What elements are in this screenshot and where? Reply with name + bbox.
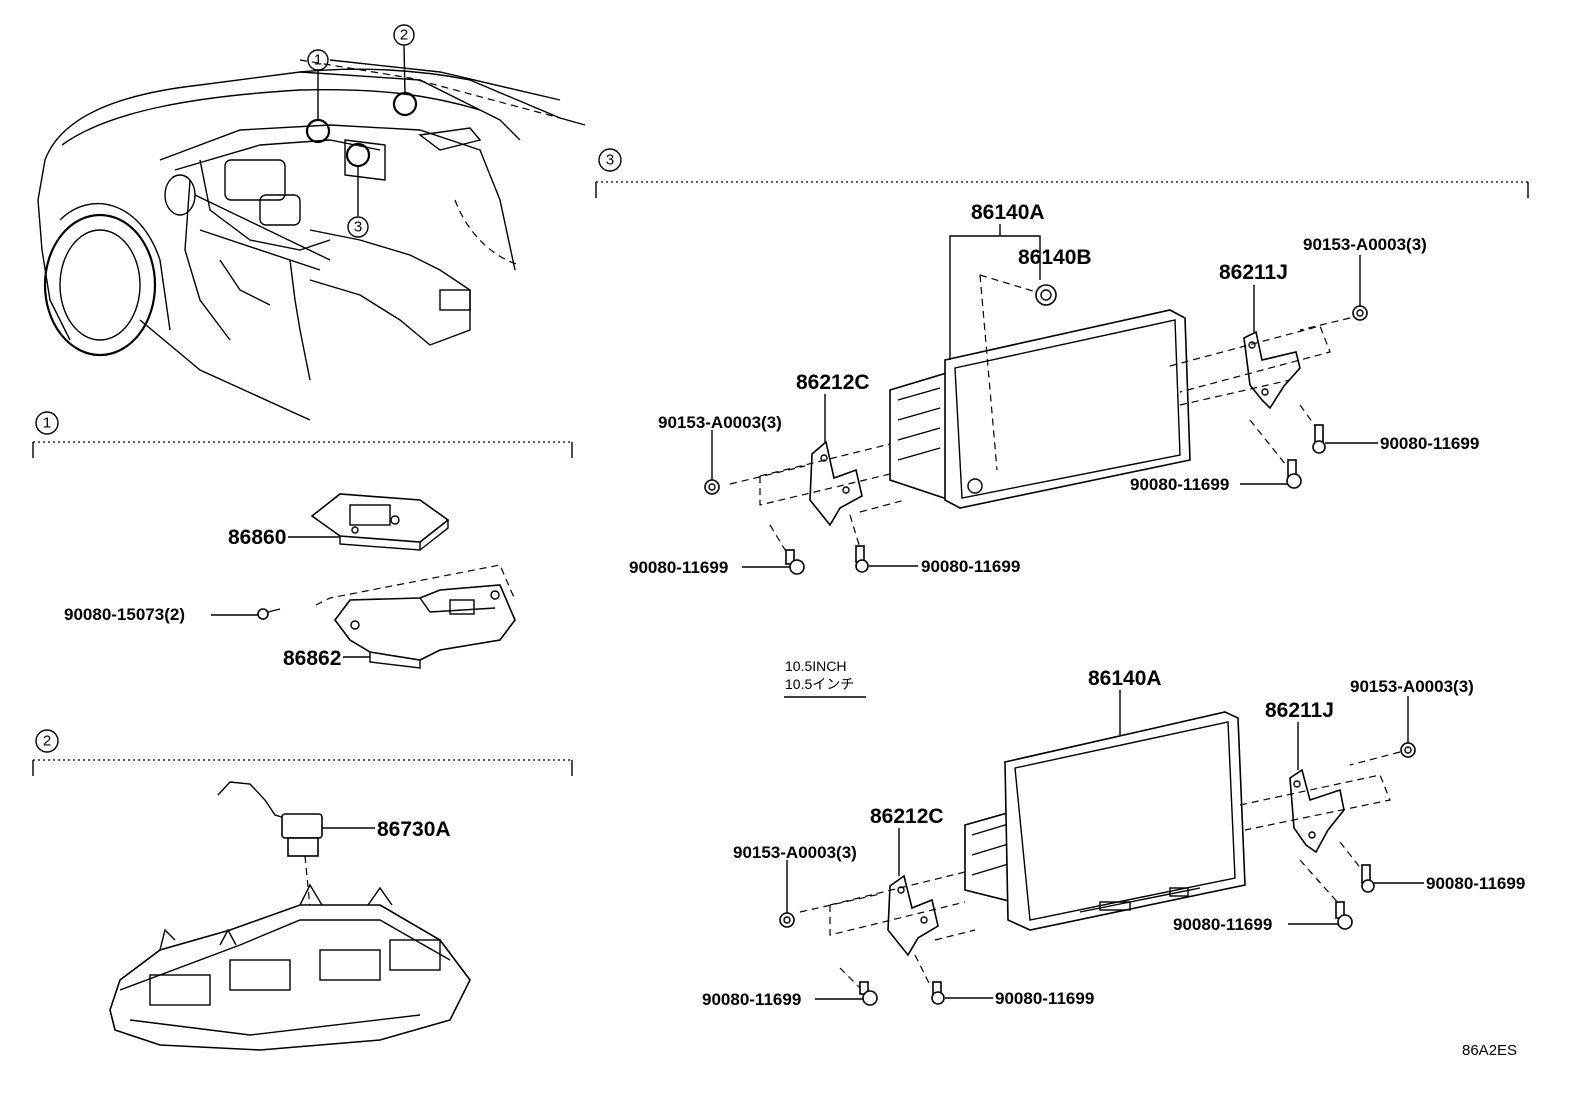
svg-text:1: 1	[314, 52, 322, 69]
label-top-90080-l2[interactable]: 90080-11699	[921, 557, 1020, 576]
variant-note-line2: 10.5インチ	[785, 676, 854, 692]
top-display-86140A[interactable]	[889, 309, 1191, 509]
callout-3[interactable]: 3	[347, 216, 369, 238]
top-align-lower-left	[769, 514, 861, 559]
label-top-86211J[interactable]: 86211J	[1219, 261, 1288, 284]
leader-dashed-86862	[315, 564, 516, 606]
part-86730A-microphone[interactable]	[217, 781, 323, 857]
label-bot-90153-left[interactable]: 90153-A0003(3)	[733, 843, 857, 862]
car-interior-illustration	[37, 45, 586, 421]
top-screw-90153-left[interactable]	[704, 479, 720, 495]
diagram-reference-code: 86A2ES	[1462, 1042, 1517, 1059]
bottom-bracket-86212C[interactable]	[887, 874, 939, 957]
svg-text:1: 1	[43, 415, 51, 432]
bottom-display-86140A[interactable]	[964, 711, 1246, 931]
label-bot-86211J[interactable]: 86211J	[1265, 699, 1334, 722]
section-2-label: 2	[35, 729, 59, 753]
svg-text:3: 3	[354, 219, 362, 236]
bot-screw-90153-right[interactable]	[1400, 742, 1416, 758]
bot-align-lower-right	[1299, 841, 1363, 906]
top-bolt-90080-l2[interactable]	[855, 545, 869, 573]
top-bolt-90080-l1[interactable]	[785, 549, 805, 575]
callout-1[interactable]: 1	[307, 49, 329, 71]
top-align-right-screw	[1299, 317, 1351, 331]
bot-bolt-90080-r1[interactable]	[1361, 864, 1375, 893]
leader-top-86140A	[949, 235, 1041, 360]
label-top-86140B[interactable]: 86140B	[1018, 246, 1092, 269]
bot-align-right	[1239, 774, 1391, 831]
label-top-90153-left[interactable]: 90153-A0003(3)	[658, 413, 782, 432]
top-knob-86140B[interactable]	[1035, 284, 1057, 306]
bot-align-left-screw	[799, 893, 881, 913]
section-1-bracket	[32, 441, 573, 458]
svg-text:3: 3	[606, 152, 614, 169]
top-align-right	[1169, 325, 1331, 393]
bottom-bracket-86211J[interactable]	[1289, 768, 1345, 854]
label-top-90153-right[interactable]: 90153-A0003(3)	[1303, 235, 1427, 254]
label-bot-86212C[interactable]: 86212C	[870, 805, 944, 828]
bot-bolt-90080-l1[interactable]	[859, 981, 878, 1006]
label-top-86212C[interactable]: 86212C	[796, 371, 870, 394]
overhead-console-panel	[109, 883, 471, 1051]
top-bracket-86211J[interactable]	[1243, 330, 1301, 410]
section-2-bracket	[32, 759, 573, 776]
variant-note: 10.5INCH 10.5インチ	[784, 658, 866, 698]
part-86860-module[interactable]	[310, 493, 450, 551]
section-3-bracket	[595, 181, 1529, 198]
section-3-label: 3	[598, 148, 622, 172]
part-86862-bracket[interactable]	[334, 584, 516, 669]
label-top-90080-r1[interactable]: 90080-11699	[1380, 434, 1479, 453]
top-screw-90153-right[interactable]	[1352, 305, 1368, 321]
label-bot-90080-r1[interactable]: 90080-11699	[1426, 874, 1525, 893]
label-bot-90153-right[interactable]: 90153-A0003(3)	[1350, 677, 1474, 696]
label-90080-15073[interactable]: 90080-15073(2)	[64, 605, 185, 624]
callout-2[interactable]: 2	[393, 24, 415, 46]
label-86860[interactable]: 86860	[228, 526, 286, 549]
bot-bolt-90080-r2[interactable]	[1335, 901, 1353, 930]
label-top-86140A[interactable]: 86140A	[971, 201, 1045, 224]
label-86862[interactable]: 86862	[283, 647, 341, 670]
variant-note-line1: 10.5INCH	[785, 658, 846, 674]
bot-bolt-90080-l2[interactable]	[931, 981, 945, 1005]
bot-screw-90153-left[interactable]	[779, 912, 795, 928]
section-1-label: 1	[35, 411, 59, 435]
top-bolt-90080-r2[interactable]	[1286, 459, 1302, 489]
label-bot-90080-r2[interactable]: 90080-11699	[1173, 915, 1272, 934]
label-top-90080-r2[interactable]: 90080-11699	[1130, 475, 1229, 494]
label-86730A[interactable]: 86730A	[377, 818, 451, 841]
svg-text:2: 2	[400, 27, 408, 44]
top-align-left	[759, 443, 906, 513]
leader-dashed-86140B	[979, 274, 1037, 471]
label-top-90080-l1[interactable]: 90080-11699	[629, 558, 728, 577]
bot-align-left	[829, 871, 976, 941]
screw-90080-15073[interactable]	[257, 608, 281, 620]
bot-align-lower-left	[839, 954, 931, 991]
label-bot-90080-l2[interactable]: 90080-11699	[995, 989, 1094, 1008]
bot-align-right-screw	[1349, 751, 1401, 766]
label-bot-90080-l1[interactable]: 90080-11699	[702, 990, 801, 1009]
top-bracket-86212C[interactable]	[809, 440, 863, 527]
svg-text:2: 2	[43, 733, 51, 750]
top-align-lower-right	[1249, 404, 1319, 471]
top-align-left-screw	[729, 465, 806, 485]
top-bolt-90080-r1[interactable]	[1312, 424, 1326, 454]
top-align-right-2	[1179, 379, 1291, 406]
label-bot-86140A[interactable]: 86140A	[1088, 667, 1162, 690]
